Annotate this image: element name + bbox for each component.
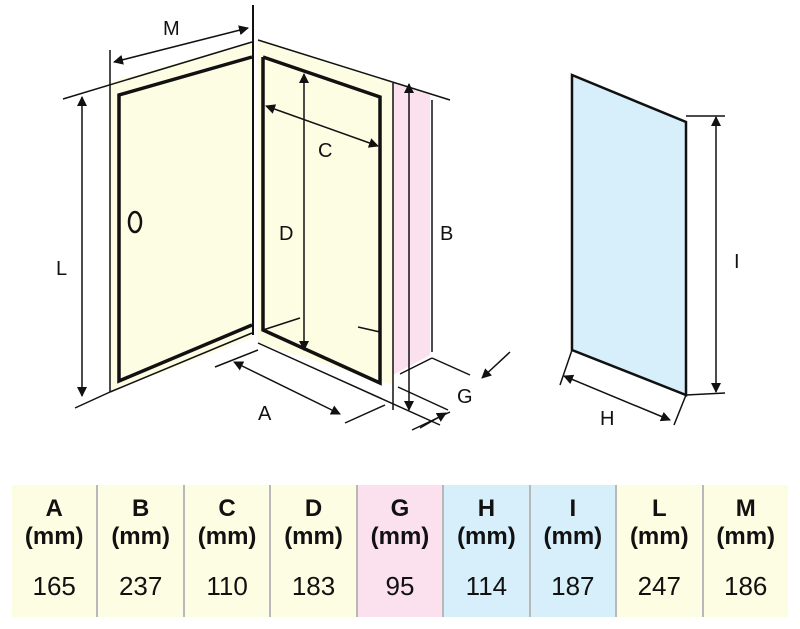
- dimension-value: 187: [551, 571, 595, 601]
- column-header: A(mm): [25, 495, 84, 551]
- dimension-key: M: [735, 495, 756, 522]
- unit-label: (mm): [284, 523, 343, 550]
- fixed-side-panel: [570, 73, 688, 397]
- unit-label: (mm): [543, 523, 603, 550]
- right-door-frame: [261, 55, 382, 386]
- dimension-value: 110: [206, 571, 248, 601]
- dimension-value: 237: [118, 571, 163, 601]
- table-column-c: C(mm) 110: [184, 485, 272, 617]
- label-D: D: [279, 223, 293, 245]
- left-door-frame: [117, 55, 253, 384]
- table-column-d: D(mm) 183: [271, 485, 358, 617]
- column-header: D(mm): [284, 495, 343, 551]
- dimension-value: 247: [637, 571, 681, 601]
- column-header: C(mm): [198, 495, 257, 551]
- dim-C-arrow: [265, 104, 379, 148]
- column-header: I(mm): [544, 495, 603, 551]
- dimension-key: L: [651, 495, 667, 522]
- left-door-panel: [110, 42, 252, 392]
- column-header: M(mm): [716, 495, 775, 551]
- dimension-key: H: [477, 495, 496, 522]
- dimension-key: I: [569, 495, 577, 522]
- unit-label: (mm): [197, 523, 257, 550]
- dimension-value: 186: [724, 571, 768, 601]
- door-handle: [127, 210, 143, 234]
- dim-H-arrow: [563, 374, 671, 422]
- unit-label: (mm): [716, 523, 776, 550]
- label-G: G: [457, 386, 473, 408]
- dimension-key: B: [131, 495, 150, 522]
- unit-label: (mm): [629, 523, 689, 550]
- label-C: C: [318, 140, 332, 162]
- dim-G-arrow-2: [419, 412, 447, 429]
- unit-label: (mm): [24, 523, 84, 550]
- dimension-key: D: [304, 495, 323, 522]
- unit-label: (mm): [457, 523, 516, 550]
- column-header: B(mm): [111, 495, 170, 551]
- column-header: H(mm): [457, 495, 516, 551]
- dimension-value: 165: [32, 571, 76, 601]
- table-column-l: L(mm) 247: [617, 485, 704, 617]
- column-header: G(mm): [371, 495, 430, 551]
- label-A: A: [258, 403, 272, 425]
- table-column-i: I(mm) 187: [530, 485, 618, 617]
- label-H: H: [600, 408, 614, 430]
- label-I: I: [734, 251, 740, 273]
- label-B: B: [440, 223, 453, 245]
- side-panel-strip: [393, 83, 430, 375]
- dim-M-arrow: [113, 25, 249, 65]
- label-M: M: [163, 18, 180, 40]
- dim-G-arrow-1: [481, 351, 511, 379]
- dimension-value: 114: [465, 571, 508, 601]
- right-door-panel: [258, 40, 393, 385]
- table-column-a: A(mm) 165: [12, 485, 99, 617]
- unit-label: (mm): [370, 523, 430, 550]
- table-column-h: H(mm) 114: [444, 485, 531, 617]
- dimension-value: 95: [385, 571, 415, 601]
- dimension-key: C: [218, 495, 236, 522]
- label-L: L: [56, 258, 67, 280]
- dimension-key: G: [390, 495, 410, 522]
- dim-A-arrow: [233, 361, 341, 415]
- dimension-key: A: [45, 495, 63, 522]
- column-header: L(mm): [630, 495, 689, 551]
- table-column-b: B(mm) 237: [98, 485, 185, 617]
- shower-enclosure-diagram: M L C D B A G H I: [56, 5, 740, 431]
- dimension-value: 183: [291, 571, 336, 601]
- table-column-m: M(mm) 186: [703, 485, 788, 617]
- table-column-g: G(mm) 95: [357, 485, 445, 617]
- unit-label: (mm): [111, 523, 170, 550]
